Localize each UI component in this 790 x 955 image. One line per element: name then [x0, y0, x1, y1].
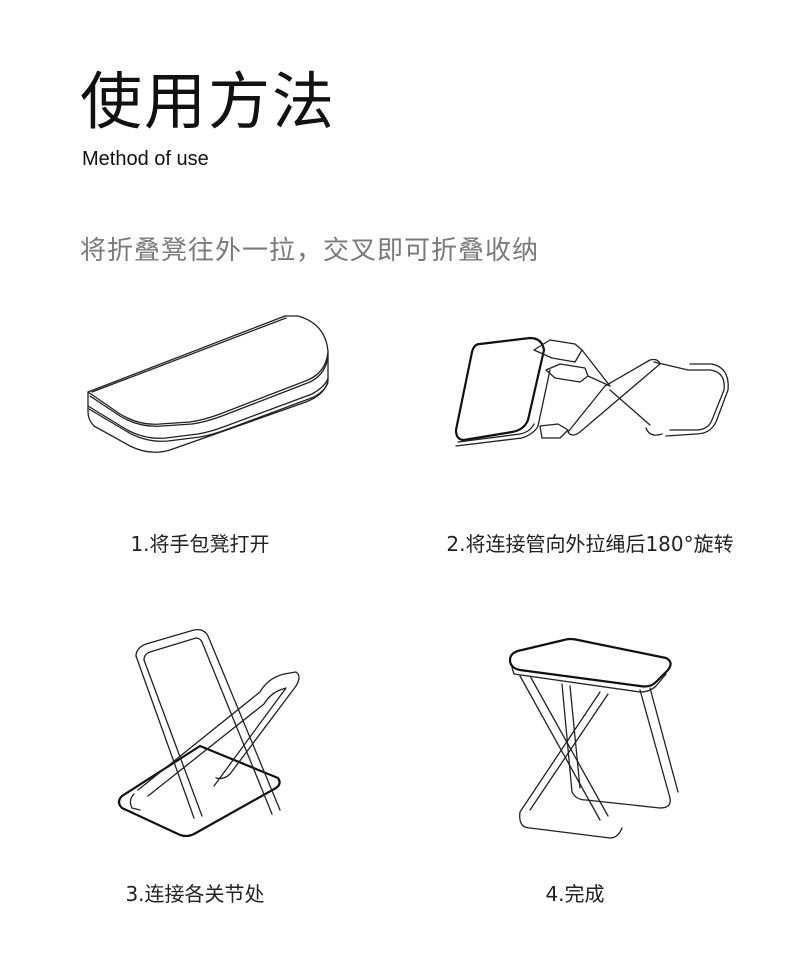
step-1-label: 1.将手包凳打开	[130, 532, 270, 556]
page-subtitle: Method of use	[82, 148, 209, 170]
unfolding-stool-icon	[450, 330, 740, 450]
folded-stool-icon	[80, 310, 340, 460]
page-title: 使用方法	[80, 65, 337, 138]
step-2-label: 2.将连接管向外拉绳后180°旋转	[446, 532, 734, 556]
step-4-label: 4.完成	[545, 882, 605, 906]
step-3-label: 3.连接各关节处	[125, 882, 265, 906]
finished-stool-icon	[500, 632, 680, 842]
connecting-joints-icon	[110, 628, 310, 838]
usage-description: 将折叠凳往外一拉，交叉即可折叠收纳	[80, 236, 540, 266]
